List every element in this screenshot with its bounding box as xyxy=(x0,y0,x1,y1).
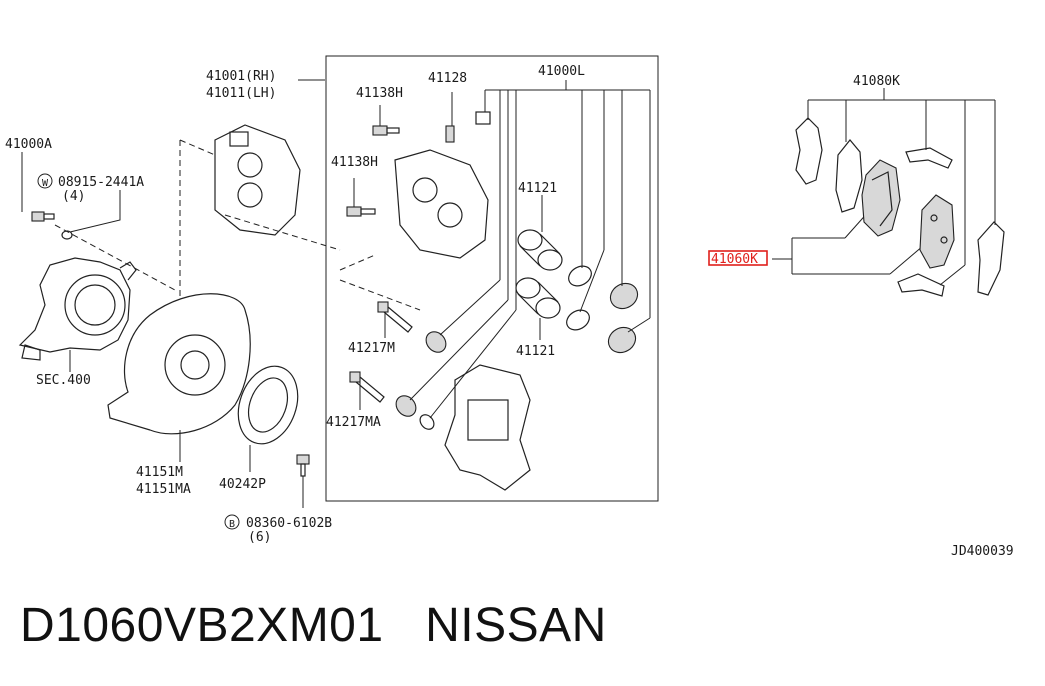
label-jd400039: JD400039 xyxy=(951,544,1014,559)
pin-boot-lower-icon[interactable] xyxy=(392,392,420,420)
bolt-41138h-top-icon[interactable] xyxy=(372,105,400,136)
clip-lower-icon[interactable] xyxy=(897,273,945,297)
bleeder-41128-icon[interactable] xyxy=(445,92,491,143)
label-41121-lower[interactable]: 41121 xyxy=(516,344,555,359)
label-41000a[interactable]: 41000A xyxy=(5,137,52,152)
piston-upper-icon[interactable] xyxy=(517,195,563,271)
brake-pad-outer-icon[interactable] xyxy=(919,194,955,269)
caliper-body-icon[interactable] xyxy=(214,124,301,236)
dust-shield-icon[interactable] xyxy=(107,293,251,462)
brake-pad-inner-icon[interactable] xyxy=(861,159,901,237)
clip-upper-icon[interactable] xyxy=(905,147,953,169)
label-41151m[interactable]: 41151M xyxy=(136,465,183,480)
caliper-kit-frame xyxy=(325,55,659,502)
label-40242p[interactable]: 40242P xyxy=(219,477,266,492)
bolt-marker-letter: B xyxy=(229,519,235,530)
bolt-41000a-icon[interactable] xyxy=(21,152,55,222)
washer-marker-letter: W xyxy=(42,178,49,189)
label-sec400[interactable]: SEC.400 xyxy=(36,373,91,388)
label-08360-qty: (6) xyxy=(248,530,271,545)
label-08915[interactable]: 08915-2441A xyxy=(58,175,144,190)
bolt-08360-icon[interactable] xyxy=(296,454,310,508)
label-41060k[interactable]: 41060K xyxy=(711,252,758,267)
pin-bushing-icon[interactable] xyxy=(417,412,436,432)
shim-3-icon[interactable] xyxy=(977,221,1005,296)
label-41151ma[interactable]: 41151MA xyxy=(136,482,191,497)
bolt-41138h-side-icon[interactable] xyxy=(346,178,376,217)
highlight-41060k[interactable] xyxy=(708,250,768,266)
guide-pin-41217ma-icon[interactable] xyxy=(349,371,385,410)
shim-2-icon[interactable] xyxy=(835,139,863,213)
label-08360[interactable]: 08360-6102B xyxy=(246,516,332,531)
steering-knuckle-icon[interactable] xyxy=(18,257,137,372)
label-41138h-top[interactable]: 41138H xyxy=(356,86,403,101)
torque-member-icon[interactable] xyxy=(444,364,531,491)
seal-upper-icon[interactable] xyxy=(565,262,595,290)
guide-pin-41217m-icon[interactable] xyxy=(377,301,413,338)
label-41000l[interactable]: 41000L xyxy=(538,64,585,79)
washer-marker: W xyxy=(37,173,53,189)
kit-41000l-leaders xyxy=(409,80,651,419)
plate-40242p-icon[interactable] xyxy=(228,358,308,472)
label-41001[interactable]: 41001(RH) xyxy=(206,69,276,84)
dust-boot-upper-icon[interactable] xyxy=(606,279,642,314)
label-41121-upper[interactable]: 41121 xyxy=(518,181,557,196)
bolt-marker: B xyxy=(224,514,240,530)
label-41080k[interactable]: 41080K xyxy=(853,74,900,89)
seal-lower-icon[interactable] xyxy=(563,306,593,334)
dust-boot-lower-icon[interactable] xyxy=(604,323,640,358)
label-41128[interactable]: 41128 xyxy=(428,71,467,86)
label-41217ma[interactable]: 41217MA xyxy=(326,415,381,430)
label-41011[interactable]: 41011(LH) xyxy=(206,86,276,101)
label-41138h-side[interactable]: 41138H xyxy=(331,155,378,170)
shim-1-icon[interactable] xyxy=(795,117,823,185)
label-41217m[interactable]: 41217M xyxy=(348,341,395,356)
label-08915-qty: (4) xyxy=(62,189,85,204)
part-number-caption: D1060VB2XM01 NISSAN xyxy=(20,599,607,652)
piston-lower-icon[interactable] xyxy=(515,277,561,340)
pin-boot-upper-icon[interactable] xyxy=(422,328,450,356)
caliper-assembly-icon[interactable] xyxy=(394,149,489,259)
